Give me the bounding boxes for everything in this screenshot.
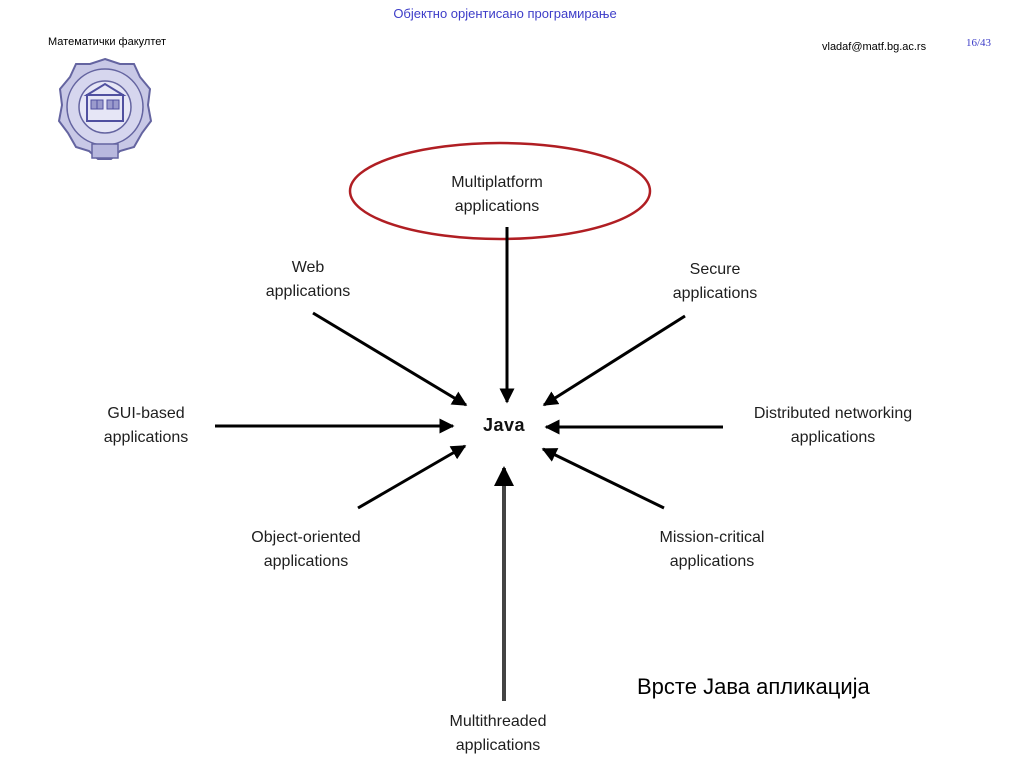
node-mission-critical: Mission-critical applications [660, 526, 765, 574]
node-multithreaded-line1: Multithreaded [449, 713, 547, 730]
node-secure: Secure applications [673, 258, 758, 306]
node-gui: GUI-based applications [104, 402, 189, 450]
node-distributed: Distributed networking applications [754, 402, 912, 450]
author-email: vladaf@matf.bg.ac.rs [822, 41, 927, 53]
node-distributed-line2: applications [790, 429, 876, 446]
node-gui-line1: GUI-based [107, 405, 185, 422]
arrow-secure [542, 314, 686, 407]
node-object-oriented-line2: applications [263, 553, 349, 570]
node-secure-line1: Secure [689, 261, 741, 278]
node-mission-critical-line2: applications [669, 553, 755, 570]
faculty-seal-logo [57, 57, 153, 160]
arrow-object-oriented [357, 444, 467, 510]
node-object-oriented-line1: Object-oriented [251, 529, 361, 546]
course-title: Објектно орјентисано програмирање [393, 6, 617, 21]
slide-caption: Врсте Јава апликација [637, 674, 870, 699]
faculty-name: Математички факултет [48, 36, 167, 48]
node-multiplatform-line1: Multiplatform [451, 174, 543, 191]
node-multiplatform-line2: applications [454, 198, 540, 215]
arrow-web [312, 311, 468, 407]
page-number: 16/43 [966, 37, 992, 49]
java-center-node: Java [482, 415, 526, 435]
node-multiplatform: Multiplatform applications [451, 171, 543, 219]
node-multithreaded-line2: applications [455, 737, 541, 754]
node-gui-line2: applications [103, 429, 189, 446]
node-web-line1: Web [291, 259, 325, 276]
node-secure-line2: applications [672, 285, 758, 302]
node-mission-critical-line1: Mission-critical [659, 529, 765, 546]
arrow-mission-critical [541, 447, 665, 510]
node-multithreaded: Multithreaded applications [450, 710, 547, 758]
node-object-oriented: Object-oriented applications [251, 526, 360, 574]
node-web-line2: applications [265, 283, 351, 300]
node-distributed-line1: Distributed networking [753, 405, 913, 422]
node-web: Web applications [266, 256, 351, 304]
highlight-ellipse [348, 141, 652, 241]
